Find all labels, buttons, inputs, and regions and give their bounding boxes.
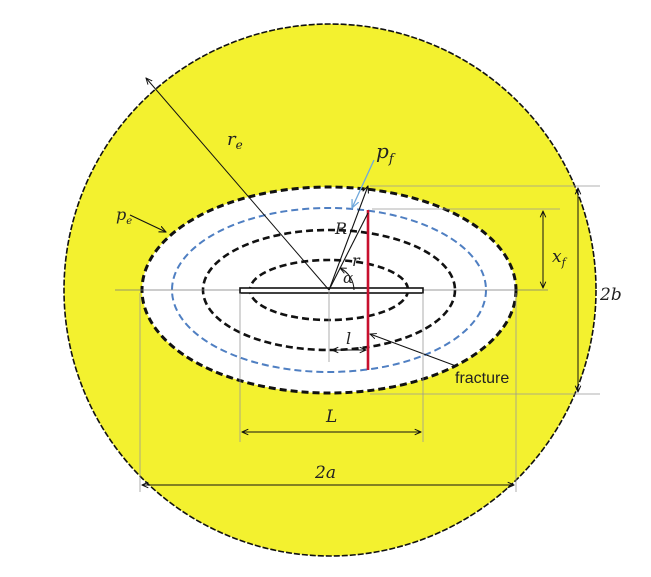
label-xf: xf (552, 247, 568, 269)
label-re: re (227, 129, 243, 152)
label-alpha: α (343, 269, 353, 287)
fracture-pointer-arrow (370, 334, 457, 367)
alpha-angle-arc (340, 268, 355, 291)
pe-pointer-arrow (129, 214, 166, 232)
label-fracture: fracture (455, 370, 509, 387)
radius-r-line (328, 212, 369, 291)
radius-re-line (146, 78, 330, 291)
well-segment (239, 287, 424, 294)
label-L: L (325, 407, 337, 427)
label-R: R (334, 219, 347, 238)
label-pf: pf (376, 139, 396, 167)
label-2a: 2a (314, 463, 336, 483)
label-pe: pe (116, 205, 132, 227)
pf-pointer-arrow (352, 159, 375, 208)
label-l: l (346, 329, 351, 348)
label-2b: 2b (599, 285, 622, 305)
radius-R-line (328, 186, 368, 291)
label-r: r (352, 251, 361, 270)
